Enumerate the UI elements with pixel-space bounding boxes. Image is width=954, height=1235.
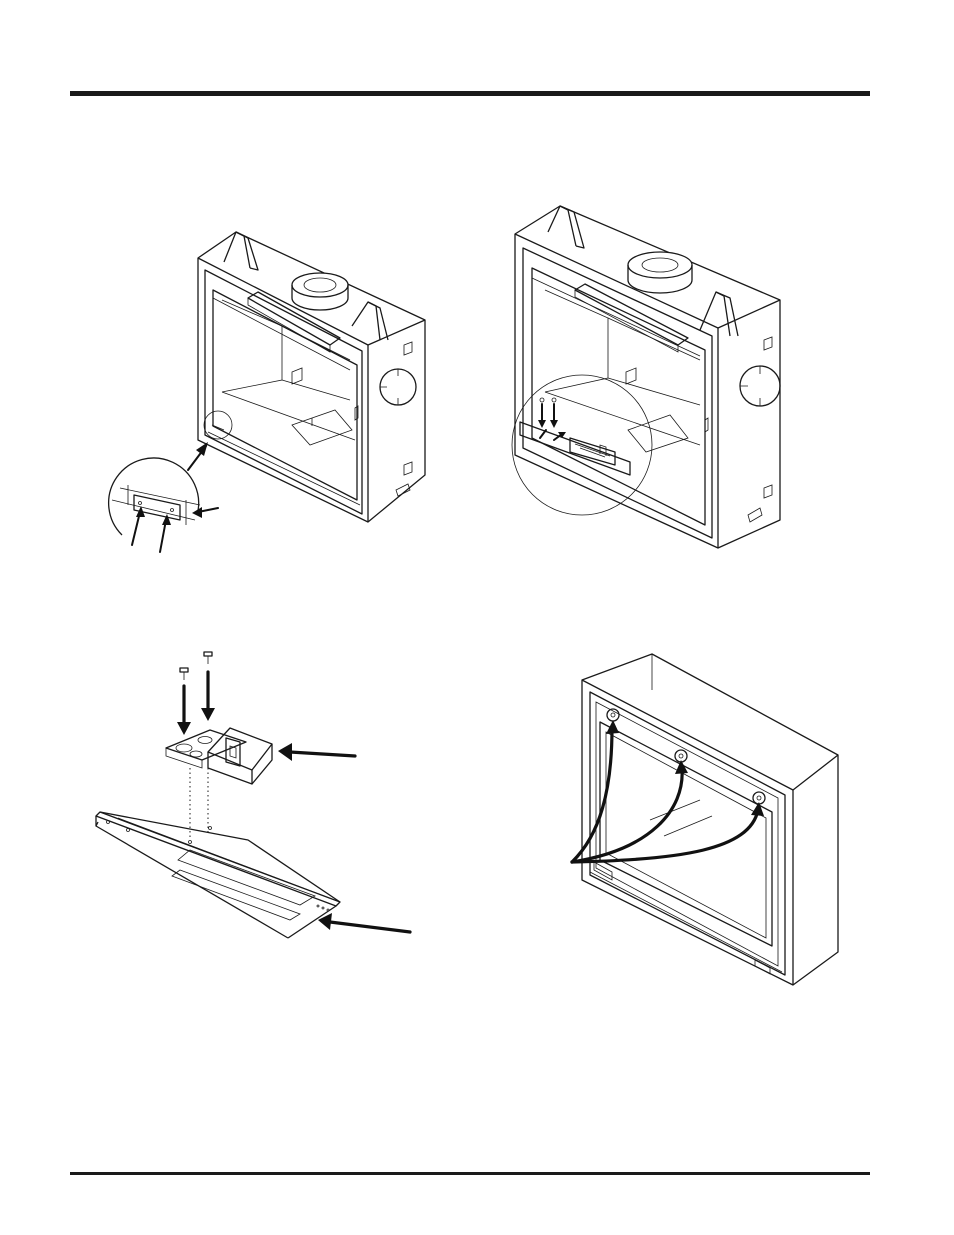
footer-rule — [70, 1172, 870, 1175]
